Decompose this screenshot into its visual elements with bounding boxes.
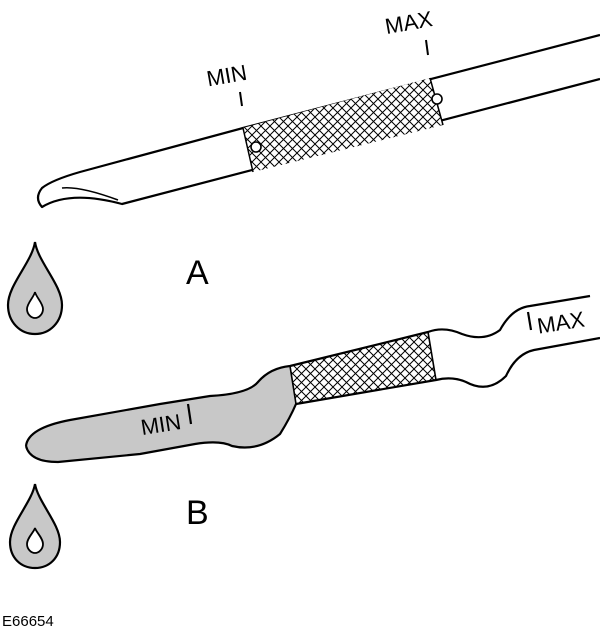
dipstick-b-top-edge	[24, 294, 591, 447]
dipstick-b: MIN MAX	[24, 294, 600, 464]
dipstick-a-max-hole	[431, 93, 443, 105]
dipstick-b-min-tick	[186, 403, 193, 425]
dipstick-b-max-label: MAX	[535, 306, 586, 338]
dipstick-b-max-tick	[526, 311, 533, 331]
dipstick-a-tip	[61, 186, 119, 201]
dipstick-a-max-label: MAX	[383, 6, 435, 39]
dipstick-a-hatched-band	[242, 77, 444, 173]
dipstick-a-min-tick	[239, 91, 243, 107]
dipstick-a-max-tick	[425, 39, 429, 56]
oil-drop-icon	[8, 483, 62, 570]
variant-b-label: B	[186, 494, 209, 532]
dipstick-b-oil-fill	[26, 366, 296, 462]
dipstick-a-min-label: MIN	[205, 60, 249, 92]
dipstick-b-bottom-edge	[24, 336, 600, 464]
dipstick-a-shaft	[36, 33, 600, 209]
dipstick-b-min-label: MIN	[139, 409, 183, 440]
variant-a-label: A	[186, 254, 209, 292]
oil-drop-icon	[6, 241, 64, 336]
figure-code: E66654	[2, 613, 54, 630]
dipstick-a: MIN MAX	[36, 6, 600, 209]
dipstick-a-min-hole	[250, 141, 262, 153]
